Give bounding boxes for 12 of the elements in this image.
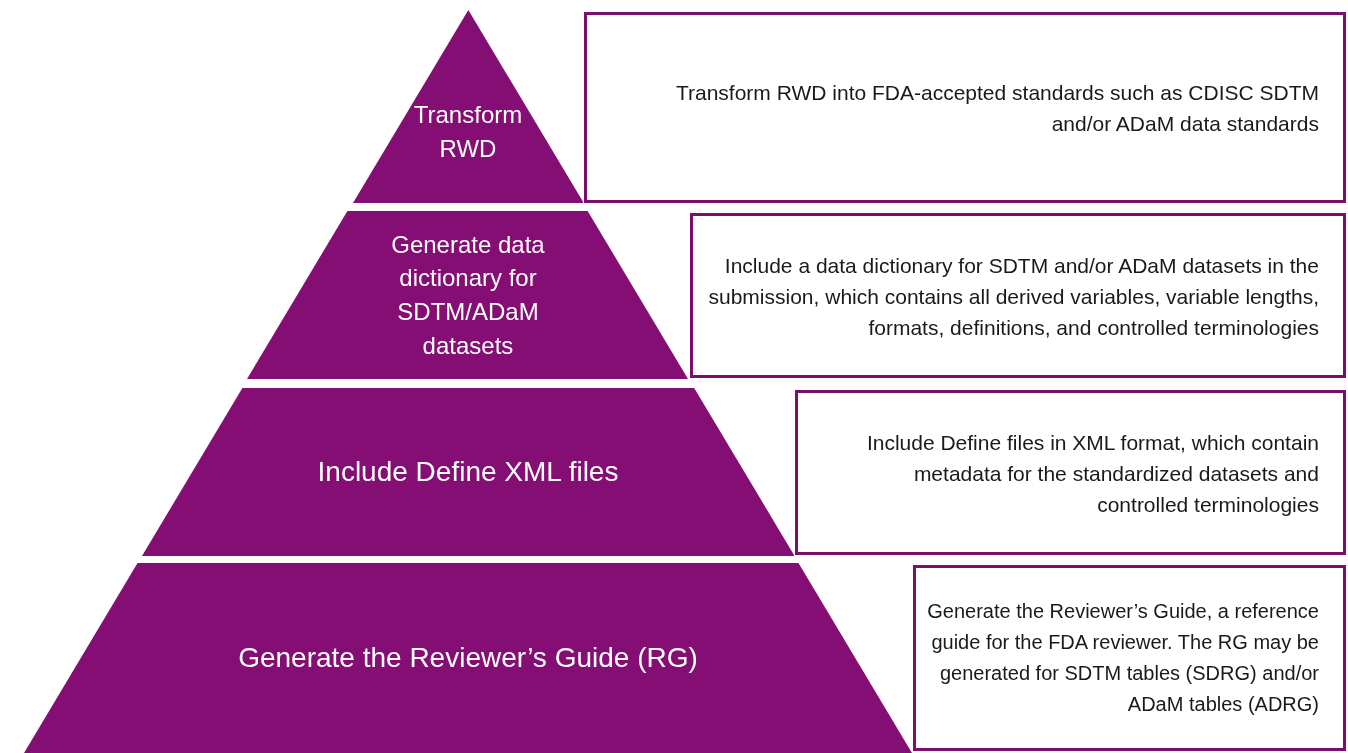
description-text: Include a data dictionary for SDTM and/or ADaM datasets in the submission, which contains all derived variables, variable lengths, formats, definitions, and controlled terminologies: [707, 252, 1319, 341]
description-box: [689, 213, 1346, 378]
tier-label: Transform RWD: [412, 99, 524, 164]
description-box: [913, 565, 1346, 751]
description-text: Generate the Reviewer’s Guide, a reference guide for the FDA reviewer. The RG may be generated for SDTM tables (SDRG) and/or ADaM tables (ADRG): [926, 599, 1319, 717]
description-box: [795, 390, 1346, 555]
tier-label: Include Define XML files: [316, 455, 620, 490]
description-text: Transform RWD into FDA-accepted standards such as CDISC SDTM and/or ADaM data standards: [674, 79, 1319, 137]
tier-label: Generate the Reviewer’s Guide (RG): [237, 641, 699, 676]
description-text: Include Define files in XML format, which contain metadata for the standardized datasets and controlled terminologies: [865, 429, 1319, 518]
description-box: [584, 12, 1346, 203]
tier-label: Generate data dictionary for SDTM/ADaM datasets: [390, 229, 546, 361]
